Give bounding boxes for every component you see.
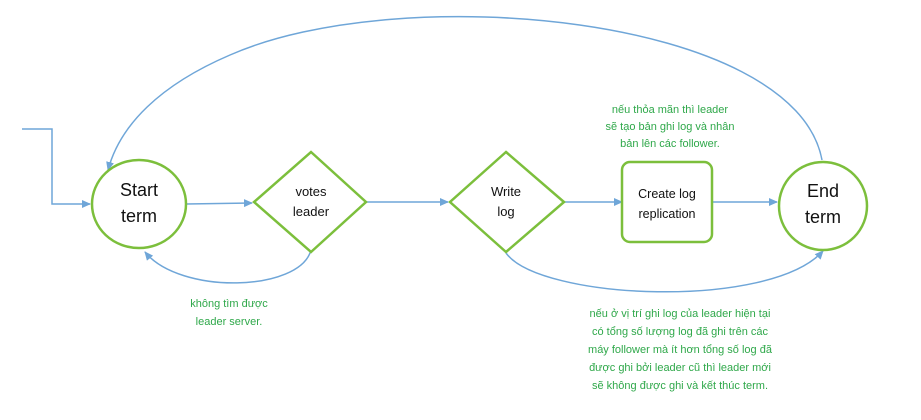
note-log-conflict-line5: sẽ không được ghi và kết thúc term. — [592, 380, 768, 392]
edge-end-loop-to-start — [106, 15, 823, 171]
votes-leader-diamond — [252, 150, 368, 254]
end-term-label-line2: term — [805, 207, 841, 227]
create-log-box — [620, 160, 714, 244]
node-write-log: Write log — [448, 150, 566, 254]
write-log-label-line1: Write — [491, 184, 521, 199]
note-leader-not-found: không tìm được leader server. — [190, 298, 268, 328]
votes-leader-label-line2: leader — [293, 204, 330, 219]
start-term-label-line1: Start — [120, 180, 158, 200]
edge-start-to-votes — [185, 199, 253, 208]
node-votes-leader: votes leader — [252, 150, 368, 254]
node-start-term: Start term — [90, 158, 188, 250]
note-leader-found-line2: sẽ tạo bản ghi log và nhân — [605, 121, 734, 133]
edge-writelog-loop-to-end — [505, 250, 824, 293]
write-log-label-line2: log — [497, 204, 514, 219]
edge-entry-to-start — [22, 128, 91, 208]
node-end-term: End term — [777, 160, 869, 252]
edges — [22, 15, 824, 293]
create-log-label-line2: replication — [639, 207, 696, 221]
note-leader-not-found-line2: leader server. — [196, 316, 263, 328]
note-leader-not-found-line1: không tìm được — [190, 298, 268, 310]
note-leader-found-line3: bản lên các follower. — [620, 138, 720, 150]
create-log-label-line1: Create log — [638, 187, 696, 201]
note-leader-found-line1: nếu thỏa mãn thì leader — [612, 104, 729, 116]
note-log-conflict: nếu ở vị trí ghi log của leader hiện tại… — [588, 308, 773, 392]
edge-votes-loop-back-to-start — [144, 249, 312, 284]
note-log-conflict-line2: có tổng số lượng log đã ghi trên các — [592, 326, 769, 338]
votes-leader-label-line1: votes — [295, 184, 327, 199]
note-log-conflict-line4: được ghi bởi leader cũ thì leader mới — [589, 362, 771, 374]
start-term-label-line2: term — [121, 206, 157, 226]
end-term-circle — [777, 160, 869, 252]
node-create-log-replication: Create log replication — [620, 160, 714, 244]
note-log-conflict-line1: nếu ở vị trí ghi log của leader hiện tại — [590, 308, 771, 320]
start-term-circle — [90, 158, 188, 250]
note-log-conflict-line3: máy follower mà ít hơn tổng số log đã — [588, 344, 773, 356]
end-term-label-line1: End — [807, 181, 839, 201]
note-leader-found: nếu thỏa mãn thì leader sẽ tạo bản ghi l… — [605, 104, 734, 150]
write-log-diamond — [448, 150, 566, 254]
